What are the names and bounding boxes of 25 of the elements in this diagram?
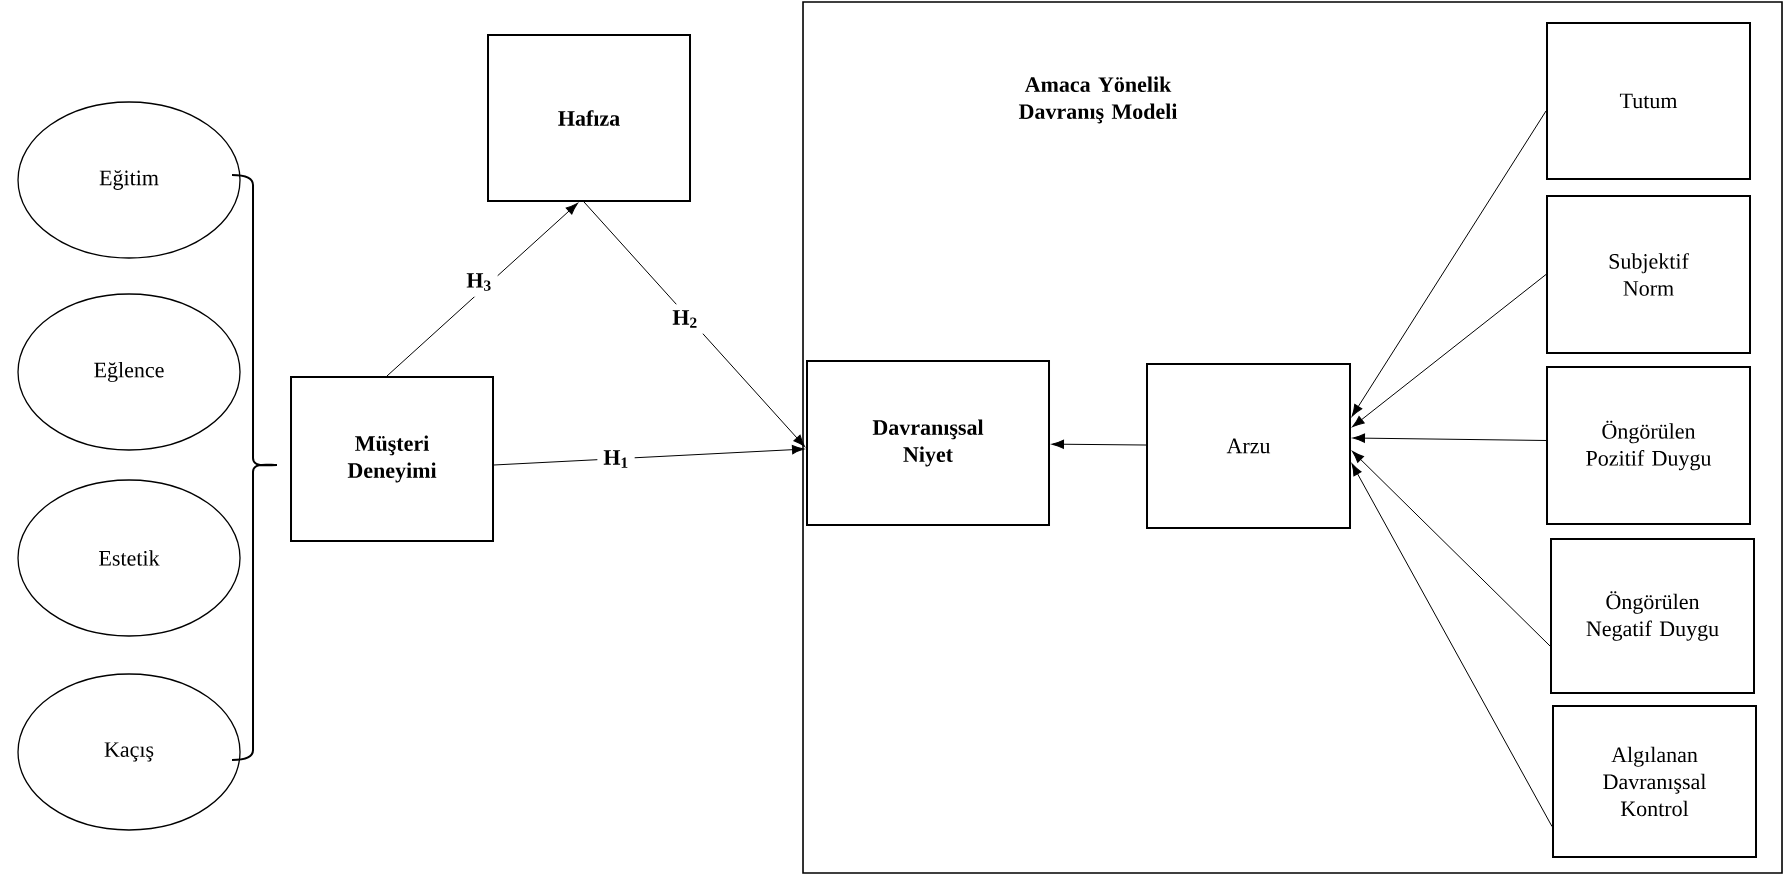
arrow [1351,463,1553,827]
arrow [1352,274,1547,428]
ellipse-node: Eğitim [17,101,241,259]
arrow [1352,433,1547,443]
arrow [493,445,805,466]
concept-box: Öngörülen Negatif Duygu [1550,538,1755,694]
concept-box: Hafıza [487,34,691,202]
arrow [1351,110,1547,417]
ellipse-node: Kaçış [17,673,241,831]
edge-label: H$_{3}$ [460,267,498,297]
edge-label: H$_{2}$ [666,304,704,334]
concept-box: Arzu [1146,363,1351,529]
arrow [583,201,806,447]
concept-box: Müşteri Deneyimi [290,376,494,542]
concept-box: Algılanan Davranışsal Kontrol [1552,705,1757,858]
arrow [1352,451,1551,647]
concept-box: Öngörülen Pozitif Duygu [1546,366,1751,525]
ellipse-node: Estetik [17,479,241,637]
arrow [1051,439,1147,449]
concept-box: Davranışsal Niyet [806,360,1050,526]
concept-box: Subjektif Norm [1546,195,1751,354]
arrow [386,202,578,377]
concept-box: Tutum [1546,22,1751,180]
ellipse-node: Eğlence [17,293,241,451]
edge-label: H$_{1}$ [597,444,635,474]
